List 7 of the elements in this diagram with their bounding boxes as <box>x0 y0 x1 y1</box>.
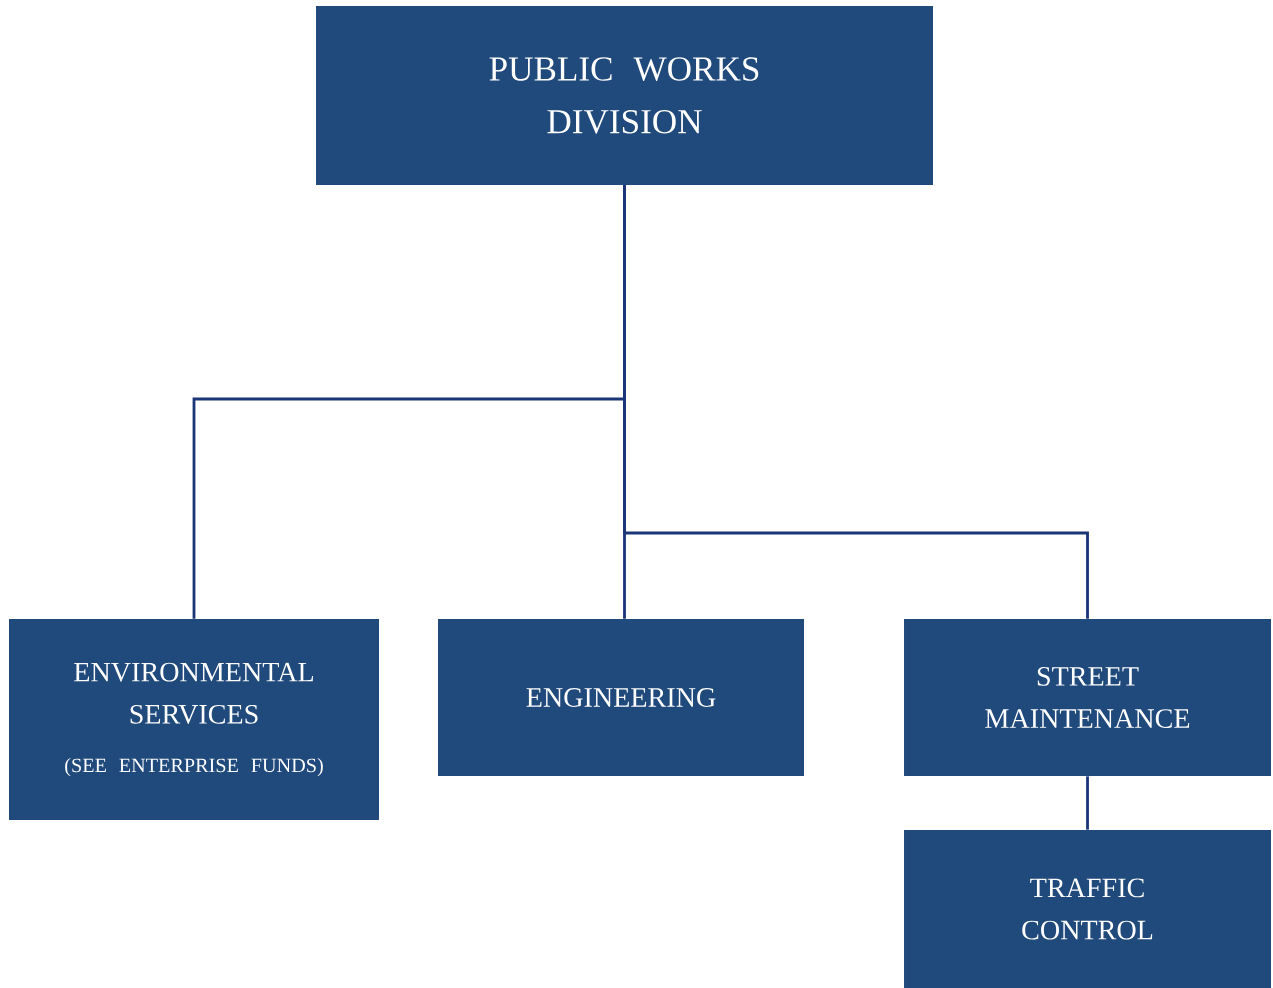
department-box: PUBLIC WORKS DIVISION <box>316 6 933 185</box>
department-box: STREET MAINTENANCE <box>904 619 1271 776</box>
department-box: TRAFFIC CONTROL <box>904 830 1271 988</box>
department-box: ENGINEERING <box>438 619 804 776</box>
department-box: ENVIRONMENTAL SERVICES (SEE ENTERPRISE FUNDS) <box>9 619 379 820</box>
connector-line <box>1086 776 1089 830</box>
connector-line <box>623 185 1089 619</box>
